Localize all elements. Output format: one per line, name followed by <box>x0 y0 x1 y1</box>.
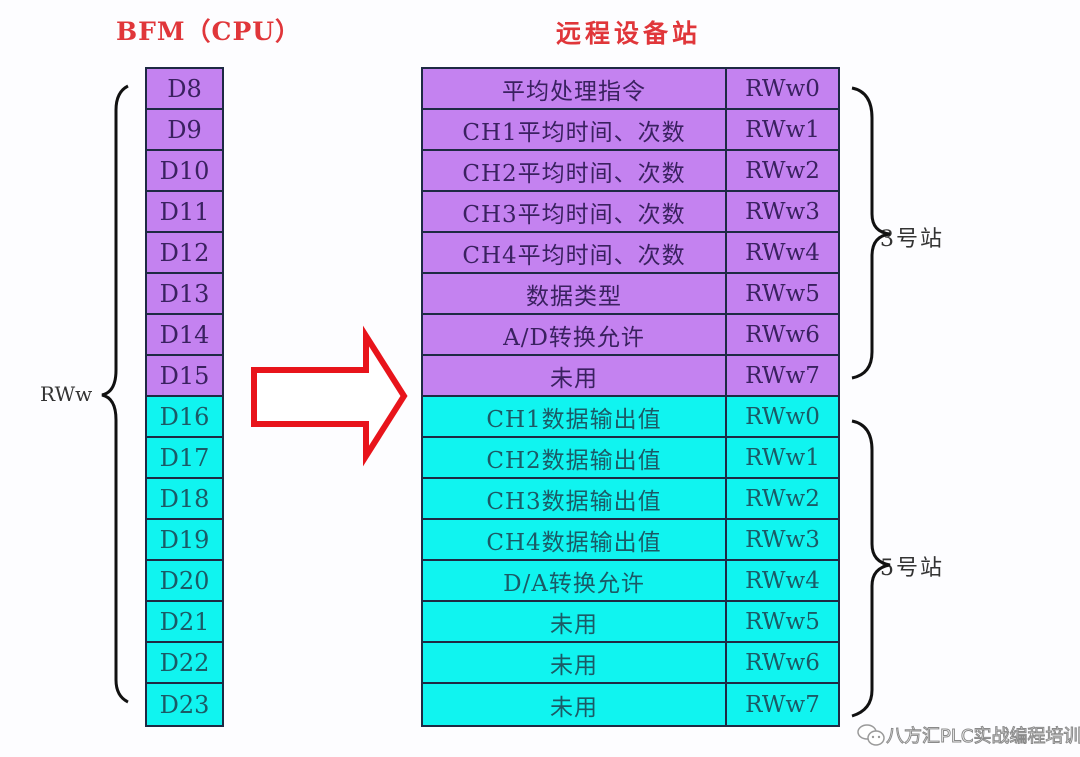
row-description: CH1数据输出值 <box>423 397 727 436</box>
bfm-register-cell: D22 <box>147 643 222 684</box>
row-description: CH1平均时间、次数 <box>423 110 727 149</box>
row-description: 平均处理指令 <box>423 69 727 108</box>
row-description: 未用 <box>423 602 727 641</box>
row-description: 未用 <box>423 356 727 395</box>
left-brace-icon <box>101 84 129 704</box>
bfm-register-cell: D14 <box>147 315 222 356</box>
bfm-register-cell: D23 <box>147 684 222 725</box>
remote-table-row: 数据类型 RWw5 <box>423 274 838 315</box>
bfm-register-cell: D10 <box>147 151 222 192</box>
row-register: RWw1 <box>745 444 820 471</box>
bfm-register-cell: D16 <box>147 397 222 438</box>
bfm-register-cell: D17 <box>147 438 222 479</box>
row-description: CH2平均时间、次数 <box>423 151 727 190</box>
remote-table-row: 未用 RWw6 <box>423 643 838 684</box>
remote-table-row: CH2数据输出值 RWw1 <box>423 438 838 479</box>
remote-table-row: CH4平均时间、次数 RWw4 <box>423 233 838 274</box>
watermark: 八方汇PLC实战编程培训 <box>856 722 1080 748</box>
station-3-brace-icon <box>851 86 891 380</box>
row-register: RWw4 <box>745 567 820 594</box>
remote-table-row: CH3数据输出值 RWw2 <box>423 479 838 520</box>
row-description: CH2数据输出值 <box>423 438 727 477</box>
row-description: CH4数据输出值 <box>423 520 727 559</box>
station-5-brace-icon <box>851 419 891 718</box>
remote-station-title: 远程设备站 <box>556 19 702 48</box>
row-description: CH4平均时间、次数 <box>423 233 727 272</box>
station-3-label: 3号站 <box>880 227 944 252</box>
row-description: 未用 <box>423 684 727 725</box>
row-register: RWw5 <box>745 608 820 635</box>
bfm-register-cell: D18 <box>147 479 222 520</box>
row-register: RWw7 <box>745 691 820 718</box>
row-register: RWw2 <box>745 485 820 512</box>
row-description: 未用 <box>423 643 727 682</box>
bfm-register-cell: D15 <box>147 356 222 397</box>
row-description: CH3平均时间、次数 <box>423 192 727 231</box>
row-register: RWw6 <box>745 649 820 676</box>
row-register: RWw3 <box>745 198 820 225</box>
bfm-cpu-title: BFM（CPU） <box>116 17 302 46</box>
rww-label: RWw <box>40 382 93 406</box>
row-register: RWw4 <box>745 239 820 266</box>
bfm-register-cell: D11 <box>147 192 222 233</box>
row-register: RWw0 <box>745 75 820 102</box>
wechat-icon <box>857 724 885 746</box>
remote-table-row: D/A转换允许 RWw4 <box>423 561 838 602</box>
remote-table-row: CH1平均时间、次数 RWw1 <box>423 110 838 151</box>
row-register: RWw0 <box>745 403 820 430</box>
row-register: RWw5 <box>745 280 820 307</box>
row-description: CH3数据输出值 <box>423 479 727 518</box>
remote-table-row: 未用 RWw7 <box>423 356 838 397</box>
remote-table-row: CH4数据输出值 RWw3 <box>423 520 838 561</box>
remote-table-row: CH3平均时间、次数 RWw3 <box>423 192 838 233</box>
remote-table-row: A/D转换允许 RWw6 <box>423 315 838 356</box>
bfm-register-cell: D9 <box>147 110 222 151</box>
row-register: RWw6 <box>745 321 820 348</box>
row-register: RWw2 <box>745 157 820 184</box>
row-description: 数据类型 <box>423 274 727 313</box>
bfm-register-cell: D21 <box>147 602 222 643</box>
row-register: RWw3 <box>745 526 820 553</box>
remote-table-row: CH2平均时间、次数 RWw2 <box>423 151 838 192</box>
row-register: RWw1 <box>745 116 820 143</box>
watermark-text: 八方汇PLC实战编程培训 <box>885 726 1080 748</box>
bfm-register-cell: D19 <box>147 520 222 561</box>
right-arrow-icon <box>251 325 408 467</box>
bfm-register-cell: D20 <box>147 561 222 602</box>
bfm-register-cell: D12 <box>147 233 222 274</box>
row-register: RWw7 <box>745 362 820 389</box>
bfm-register-cell: D8 <box>147 69 222 110</box>
remote-table-row: CH1数据输出值 RWw0 <box>423 397 838 438</box>
remote-table-row: 未用 RWw7 <box>423 684 838 725</box>
row-description: A/D转换允许 <box>423 315 727 354</box>
bfm-register-cell: D13 <box>147 274 222 315</box>
remote-table-row: 未用 RWw5 <box>423 602 838 643</box>
station-5-label: 5号站 <box>880 556 944 581</box>
remote-table-row: 平均处理指令 RWw0 <box>423 69 838 110</box>
row-description: D/A转换允许 <box>423 561 727 600</box>
